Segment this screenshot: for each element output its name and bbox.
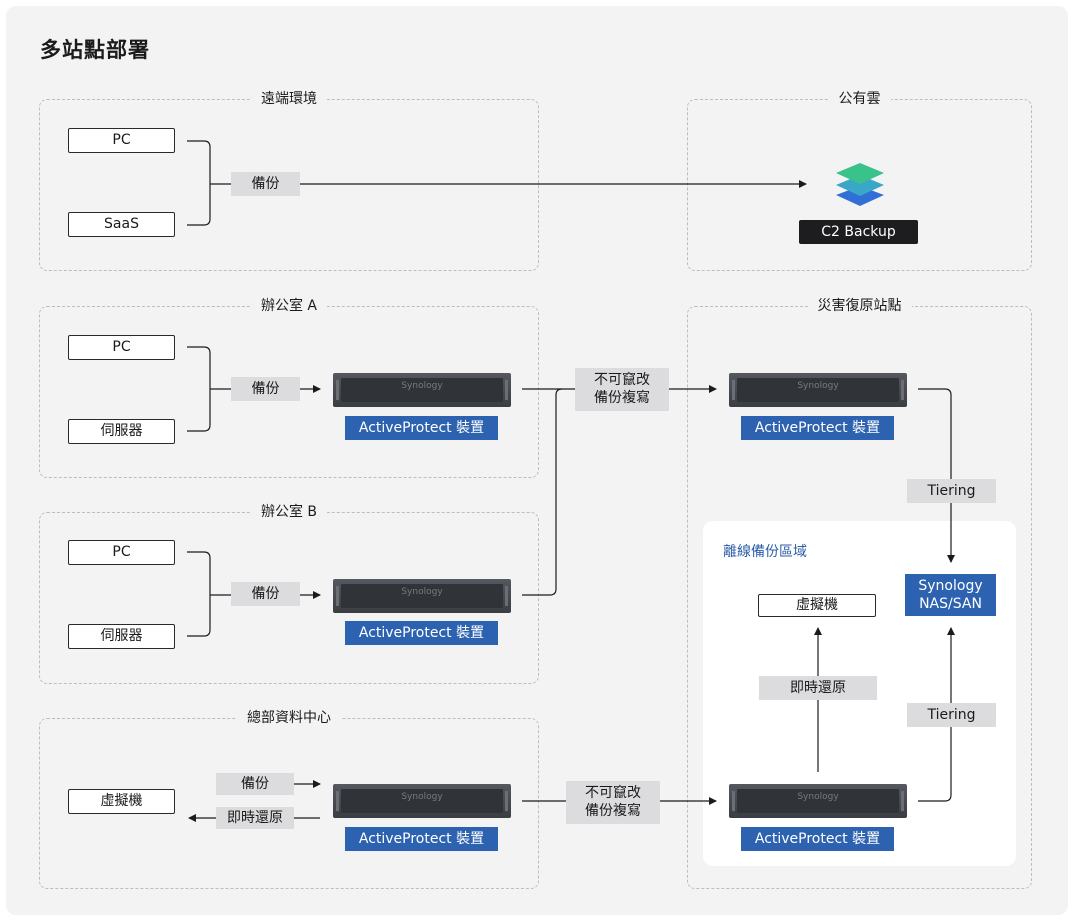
zone-office-b-label: 辦公室 B	[250, 504, 328, 520]
tiering-tag-bottom: Tiering	[907, 703, 996, 727]
zone-office-a-label: 辦公室 A	[250, 298, 328, 314]
pc-box-office-b: PC	[68, 540, 175, 565]
zone-office-a: 辦公室 A	[39, 298, 539, 478]
device-brand-text: Synology	[401, 587, 443, 597]
activeprotect-device-office-b: Synology	[333, 579, 511, 613]
server-box-office-a: 伺服器	[68, 419, 175, 444]
activeprotect-device-hq: Synology	[333, 784, 511, 818]
device-brand-text: Synology	[401, 792, 443, 802]
zone-hq: 總部資料中心	[39, 710, 539, 889]
tiering-tag-top: Tiering	[907, 479, 996, 503]
zone-dr-site: 災害復原站點	[687, 298, 1032, 889]
zone-office-b: 辦公室 B	[39, 504, 539, 684]
activeprotect-badge-office-a: ActiveProtect 裝置	[345, 416, 498, 440]
immutable-replication-tag-top: 不可竄改 備份複寫	[575, 368, 669, 411]
zone-cloud: 公有雲	[687, 91, 1032, 271]
activeprotect-device-office-a: Synology	[333, 373, 511, 407]
immutable-line1: 不可竄改	[594, 372, 650, 388]
immutable-line2: 備份複寫	[594, 390, 650, 406]
backup-tag-hq: 備份	[216, 773, 294, 795]
immutable-line1: 不可竄改	[585, 785, 641, 801]
activeprotect-device-dr: Synology	[729, 373, 907, 407]
immutable-replication-tag-bottom: 不可竄改 備份複寫	[566, 781, 660, 824]
vm-box-hq: 虛擬機	[68, 789, 175, 814]
activeprotect-device-offline: Synology	[729, 784, 907, 818]
activeprotect-badge-offline: ActiveProtect 裝置	[741, 827, 894, 851]
page-title: 多站點部署	[40, 38, 150, 62]
device-brand-text: Synology	[401, 381, 443, 391]
nas-line1: Synology	[918, 578, 983, 594]
zone-remote: 遠端環境	[39, 91, 539, 271]
backup-tag-remote: 備份	[231, 172, 300, 196]
saas-box: SaaS	[68, 212, 175, 237]
device-brand-text: Synology	[797, 792, 839, 802]
synology-nas-san-box: Synology NAS/SAN	[905, 574, 996, 616]
c2-backup-label: C2 Backup	[799, 220, 918, 244]
activeprotect-badge-dr: ActiveProtect 裝置	[741, 416, 894, 440]
device-brand-text: Synology	[797, 381, 839, 391]
zone-hq-label: 總部資料中心	[237, 710, 341, 726]
instant-restore-tag-hq: 即時還原	[216, 807, 294, 829]
pc-box-remote: PC	[68, 128, 175, 153]
server-box-office-b: 伺服器	[68, 624, 175, 649]
pc-box-office-a: PC	[68, 335, 175, 360]
backup-tag-office-a: 備份	[231, 377, 300, 401]
nas-line2: NAS/SAN	[919, 596, 982, 612]
activeprotect-badge-hq: ActiveProtect 裝置	[345, 827, 498, 851]
immutable-line2: 備份複寫	[585, 803, 641, 819]
activeprotect-badge-office-b: ActiveProtect 裝置	[345, 621, 498, 645]
vm-box-offline: 虛擬機	[758, 594, 876, 617]
c2-backup-layers-icon	[836, 163, 884, 206]
offline-backup-zone-label: 離線備份區域	[723, 544, 807, 560]
zone-cloud-label: 公有雲	[828, 91, 891, 107]
instant-restore-tag-offline: 即時還原	[759, 676, 877, 700]
zone-dr-site-label: 災害復原站點	[807, 298, 912, 314]
zone-remote-label: 遠端環境	[251, 91, 327, 107]
backup-tag-office-b: 備份	[231, 582, 300, 606]
